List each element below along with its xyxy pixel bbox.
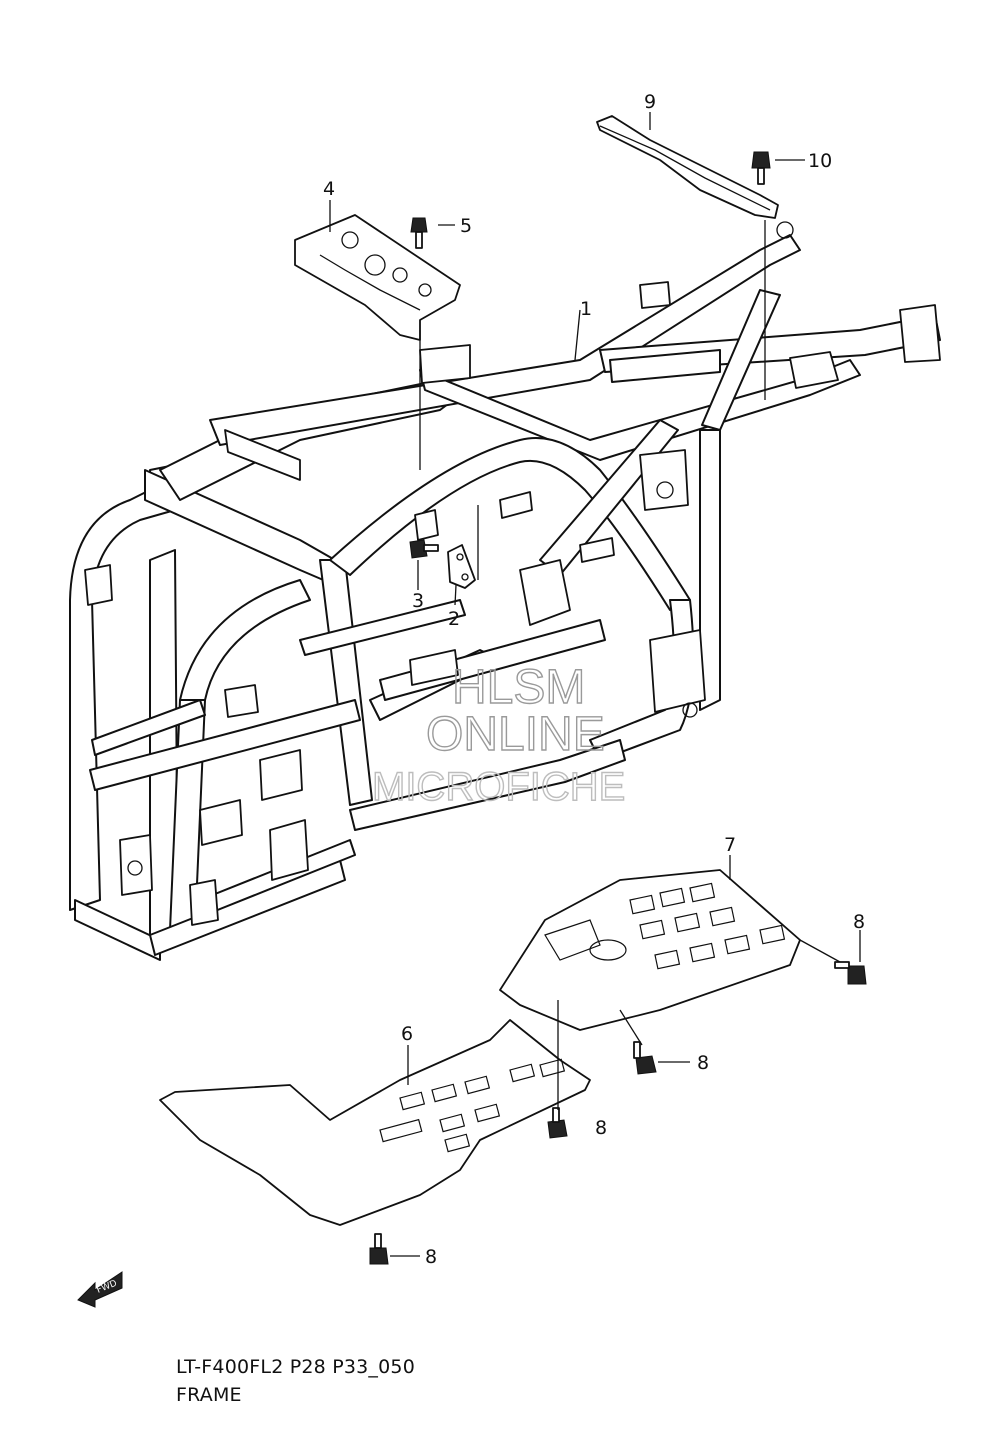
watermark-line-2: ONLINE [426,708,605,761]
bolt-5 [410,217,428,249]
bolt-3 [409,539,439,559]
watermark: HLSM ONLINE MICROFICHE [371,660,626,809]
bolt-8-d [369,1233,389,1265]
callout-8-b: 8 [697,1052,709,1074]
diagram-code: LT-F400FL2 P28 P33_050 [176,1356,415,1378]
main-frame [69,221,941,961]
callout-9: 9 [644,91,656,113]
callout-3: 3 [412,590,424,612]
callout-5: 5 [460,215,472,237]
callout-6: 6 [401,1023,413,1045]
bolt-8-b [633,1041,657,1075]
callout-1: 1 [580,298,592,320]
diagram-title: FRAME [176,1384,242,1406]
part-4-mounting-plate [294,214,461,341]
callout-7: 7 [724,834,736,856]
part-2-plate [447,544,476,589]
fwd-arrow-icon: FWD [77,1271,123,1308]
bolt-8-c [547,1107,568,1139]
leader-lines [329,112,861,1257]
callout-8-a: 8 [853,911,865,933]
part-6-skid-plate [159,1019,591,1226]
bolt-10 [751,151,771,185]
watermark-line-3: MICROFICHE [372,765,625,809]
watermark-line-1: HLSM [452,661,585,714]
callout-4: 4 [323,178,335,200]
callout-8-c: 8 [595,1117,607,1139]
callout-2: 2 [448,608,460,630]
part-7-skid-plate [499,869,801,1031]
part-9-rail [596,115,779,219]
bolt-8-a [834,961,867,985]
callout-10: 10 [808,150,832,172]
callout-8-d: 8 [425,1246,437,1268]
